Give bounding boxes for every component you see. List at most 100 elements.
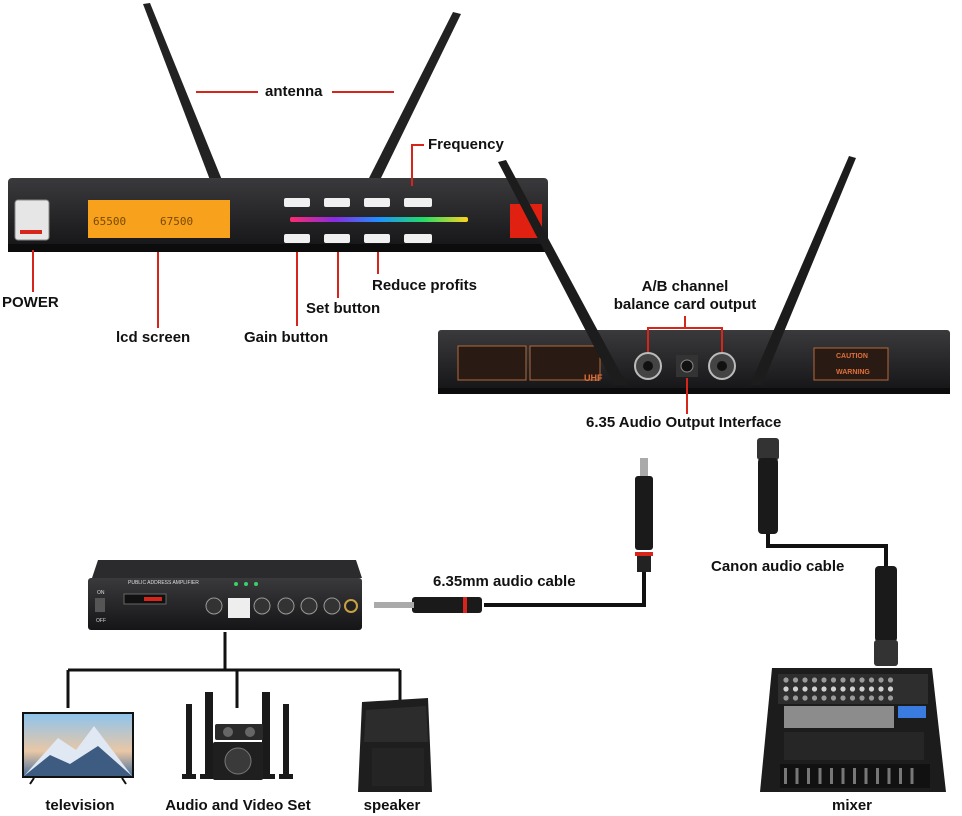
mixer-knob[interactable] bbox=[811, 686, 818, 692]
rgb-light-strip bbox=[290, 217, 468, 222]
mixer-label: mixer bbox=[831, 797, 873, 814]
ab-channel-label-line1: A/B channel bbox=[641, 278, 729, 295]
mixer-knob[interactable] bbox=[840, 695, 846, 701]
frequency-button[interactable] bbox=[404, 198, 432, 207]
mixer-knob[interactable] bbox=[802, 686, 808, 692]
ab-channel-label-line2: balance card output bbox=[613, 296, 757, 313]
mixer-fader[interactable] bbox=[795, 768, 799, 784]
audio-cable-label: 6.35mm audio cable bbox=[433, 573, 576, 590]
mixer-knob[interactable] bbox=[878, 695, 884, 701]
mixer-fader[interactable] bbox=[887, 768, 891, 784]
gain-button[interactable] bbox=[284, 234, 310, 243]
television-label: television bbox=[45, 797, 115, 814]
mixer-fader[interactable] bbox=[830, 768, 833, 784]
mixer-fader[interactable] bbox=[818, 768, 822, 784]
uhf-mark: UHF bbox=[584, 373, 603, 383]
mixer-knob[interactable] bbox=[868, 686, 875, 692]
mixer-knob[interactable] bbox=[859, 695, 865, 701]
antenna-label: antenna bbox=[265, 83, 323, 100]
mixer-knob[interactable] bbox=[783, 695, 789, 701]
gain-button-label: Gain button bbox=[244, 329, 329, 346]
center-speaker bbox=[215, 724, 263, 740]
mixer-knob[interactable] bbox=[830, 695, 837, 701]
television bbox=[22, 712, 134, 785]
knob-5[interactable] bbox=[323, 597, 341, 615]
mixer-fader[interactable] bbox=[807, 768, 810, 784]
knob-1[interactable] bbox=[205, 597, 223, 615]
mixer-knob[interactable] bbox=[811, 695, 818, 701]
mixer-fader[interactable] bbox=[910, 768, 914, 784]
front-button-1[interactable] bbox=[284, 198, 310, 207]
mixer-fader[interactable] bbox=[784, 768, 787, 784]
mixer-knob[interactable] bbox=[878, 686, 884, 692]
audio-video-set-label: Audio and Video Set bbox=[165, 797, 311, 814]
mixer-knob[interactable] bbox=[802, 677, 808, 683]
distribution-lines bbox=[66, 632, 402, 708]
canon-cable-label: Canon audio cable bbox=[711, 558, 845, 575]
power-switch[interactable] bbox=[95, 598, 105, 612]
mixer-knob[interactable] bbox=[783, 686, 789, 692]
set-button[interactable] bbox=[324, 234, 350, 243]
warning-text: WARNING bbox=[836, 369, 870, 376]
front-button-2[interactable] bbox=[324, 198, 350, 207]
mic-jack bbox=[344, 599, 358, 613]
mixer-knob[interactable] bbox=[849, 695, 856, 701]
mixer-fader[interactable] bbox=[876, 768, 879, 784]
mixer-knob[interactable] bbox=[792, 686, 799, 692]
mixer-fader[interactable] bbox=[899, 768, 902, 784]
mixer-knobs bbox=[783, 677, 914, 784]
mixer-knob[interactable] bbox=[792, 695, 799, 701]
lcd-right-value: 67500 bbox=[160, 215, 193, 228]
mixer-knob[interactable] bbox=[811, 677, 818, 683]
mixer-knob[interactable] bbox=[887, 695, 894, 701]
mixer-knob[interactable] bbox=[849, 677, 856, 683]
mixer-fader[interactable] bbox=[841, 768, 845, 784]
mixer-knob[interactable] bbox=[868, 695, 875, 701]
mixer-knob[interactable] bbox=[830, 677, 837, 683]
mixer-knob[interactable] bbox=[840, 677, 846, 683]
mixer-knob[interactable] bbox=[868, 677, 875, 683]
mixer-knob[interactable] bbox=[887, 677, 894, 683]
mixer-knob[interactable] bbox=[878, 677, 884, 683]
set-button-label: Set button bbox=[306, 300, 381, 317]
mixer-knob[interactable] bbox=[887, 686, 894, 692]
front-button-3[interactable] bbox=[364, 198, 390, 207]
audio-cable-6-35 bbox=[374, 458, 653, 613]
rear-antenna-left bbox=[498, 160, 627, 385]
knob-3[interactable] bbox=[277, 597, 295, 615]
receiver-rear: UHF CAUTION WARNING bbox=[438, 156, 950, 394]
front-antenna-left bbox=[143, 3, 222, 180]
lcd-screen-label: lcd screen bbox=[116, 329, 191, 346]
mixer-display bbox=[898, 706, 926, 718]
front-antenna-right bbox=[368, 12, 461, 180]
caution-text: CAUTION bbox=[836, 353, 868, 360]
mixer-fader[interactable] bbox=[853, 768, 856, 784]
mixer-knob[interactable] bbox=[840, 686, 846, 692]
pa-speaker bbox=[358, 698, 432, 792]
front-button-8[interactable] bbox=[404, 234, 432, 243]
mixer-knob[interactable] bbox=[792, 677, 799, 683]
mixer-knob[interactable] bbox=[783, 677, 789, 683]
knob-2[interactable] bbox=[253, 597, 271, 615]
switch-off-label: OFF bbox=[96, 618, 106, 624]
mixer-knob[interactable] bbox=[821, 686, 827, 692]
power-label: POWER bbox=[2, 294, 59, 311]
canon-cable bbox=[757, 438, 898, 666]
lcd-screen bbox=[88, 200, 230, 238]
amplifier-title: PUBLIC ADDRESS AMPLIFIER bbox=[128, 580, 199, 586]
mixer-knob[interactable] bbox=[830, 686, 837, 692]
mixer-knob[interactable] bbox=[859, 686, 865, 692]
mixer-knob[interactable] bbox=[849, 686, 856, 692]
mixer-knob[interactable] bbox=[821, 695, 827, 701]
audio-output-interface-label: 6.35 Audio Output Interface bbox=[586, 414, 782, 431]
reduce-button[interactable] bbox=[364, 234, 390, 243]
mixer-knob[interactable] bbox=[821, 677, 827, 683]
mixer-knob[interactable] bbox=[802, 695, 808, 701]
knob-4[interactable] bbox=[300, 597, 318, 615]
mixer-fader[interactable] bbox=[864, 768, 868, 784]
reduce-profits-label: Reduce profits bbox=[372, 277, 478, 294]
mixer-knob[interactable] bbox=[859, 677, 865, 683]
audio-video-set bbox=[182, 692, 293, 780]
pa-amplifier: PUBLIC ADDRESS AMPLIFIER ON OFF bbox=[88, 560, 362, 630]
